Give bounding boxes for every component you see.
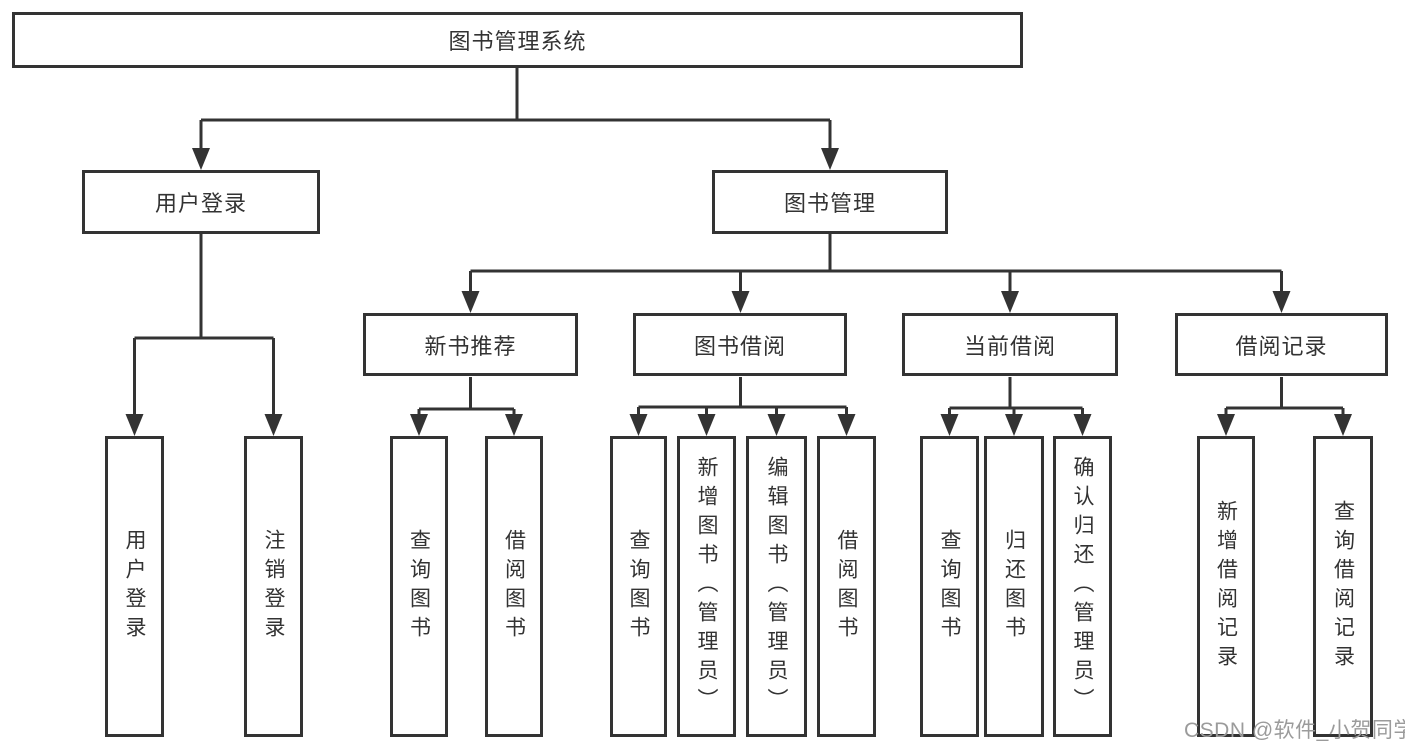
node-label: 新增借阅记录 xyxy=(1214,499,1238,674)
leaf-user-login: 用户登录 xyxy=(105,436,164,737)
leaf-query-borrow-record: 查询借阅记录 xyxy=(1313,436,1373,737)
node-label: 查询借阅记录 xyxy=(1331,499,1355,674)
node-current-borrow: 当前借阅 xyxy=(902,313,1118,376)
arrowhead-icon xyxy=(410,414,428,436)
arrowhead-icon xyxy=(767,414,786,436)
leaf-add-books-admin: 新增图书（管理员） xyxy=(677,436,736,737)
arrowhead-icon xyxy=(837,414,856,436)
node-user-login: 用户登录 xyxy=(82,170,320,234)
arrowhead-icon xyxy=(1001,291,1019,313)
leaf-query-books-borrow: 查询图书 xyxy=(610,436,667,737)
node-label: 查询图书 xyxy=(407,528,431,645)
arrowhead-icon xyxy=(264,414,283,436)
node-new-book-recommend: 新书推荐 xyxy=(363,313,578,376)
arrowhead-icon xyxy=(629,414,648,436)
node-label: 确认归还（管理员） xyxy=(1071,456,1094,717)
node-book-management: 图书管理 xyxy=(712,170,948,234)
node-label: 编辑图书（管理员） xyxy=(765,456,788,717)
node-label: 用户登录 xyxy=(154,191,247,216)
node-label: 图书借阅 xyxy=(693,333,786,359)
node-label: 借阅图书 xyxy=(835,528,858,645)
leaf-add-borrow-record: 新增借阅记录 xyxy=(1197,436,1255,737)
node-label: 查询图书 xyxy=(938,528,961,645)
arrowhead-icon xyxy=(1217,414,1235,436)
arrowhead-icon xyxy=(192,148,210,170)
leaf-confirm-return-admin: 确认归还（管理员） xyxy=(1053,436,1112,737)
leaf-return-books: 归还图书 xyxy=(984,436,1044,737)
node-label: 当前借阅 xyxy=(963,333,1056,359)
node-label: 用户登录 xyxy=(123,528,146,645)
arrowhead-icon xyxy=(1073,414,1092,436)
leaf-borrow-books: 借阅图书 xyxy=(817,436,876,737)
node-label: 注销登录 xyxy=(262,528,285,645)
arrowhead-icon xyxy=(1005,414,1023,436)
node-book-borrow: 图书借阅 xyxy=(633,313,847,376)
node-label: 归还图书 xyxy=(1002,528,1026,645)
arrowhead-icon xyxy=(125,414,144,436)
leaf-borrow-books-recommend: 借阅图书 xyxy=(485,436,543,737)
arrowhead-icon xyxy=(1334,414,1352,436)
leaf-query-books-recommend: 查询图书 xyxy=(390,436,448,737)
leaf-logout: 注销登录 xyxy=(244,436,303,737)
node-label: 新书推荐 xyxy=(424,333,517,359)
arrowhead-icon xyxy=(731,291,750,313)
arrowhead-icon xyxy=(505,414,523,436)
node-label: 查询图书 xyxy=(627,528,650,645)
arrowhead-icon xyxy=(697,414,716,436)
watermark: CSDN @软件_小贺同学 xyxy=(1184,719,1405,742)
node-label: 借阅记录 xyxy=(1235,333,1328,359)
node-label: 图书管理系统 xyxy=(448,29,587,54)
arrowhead-icon xyxy=(1272,291,1291,313)
arrowhead-icon xyxy=(461,291,480,313)
arrowhead-icon xyxy=(821,148,839,170)
arrowhead-icon xyxy=(940,414,959,436)
node-label: 图书管理 xyxy=(783,191,876,216)
node-root: 图书管理系统 xyxy=(12,12,1023,68)
leaf-query-books-current: 查询图书 xyxy=(920,436,979,737)
node-label: 新增图书（管理员） xyxy=(695,456,718,717)
leaf-edit-books-admin: 编辑图书（管理员） xyxy=(746,436,807,737)
tree-connector-path xyxy=(133,68,1345,416)
node-label: 借阅图书 xyxy=(502,528,526,645)
node-borrow-records: 借阅记录 xyxy=(1175,313,1388,376)
